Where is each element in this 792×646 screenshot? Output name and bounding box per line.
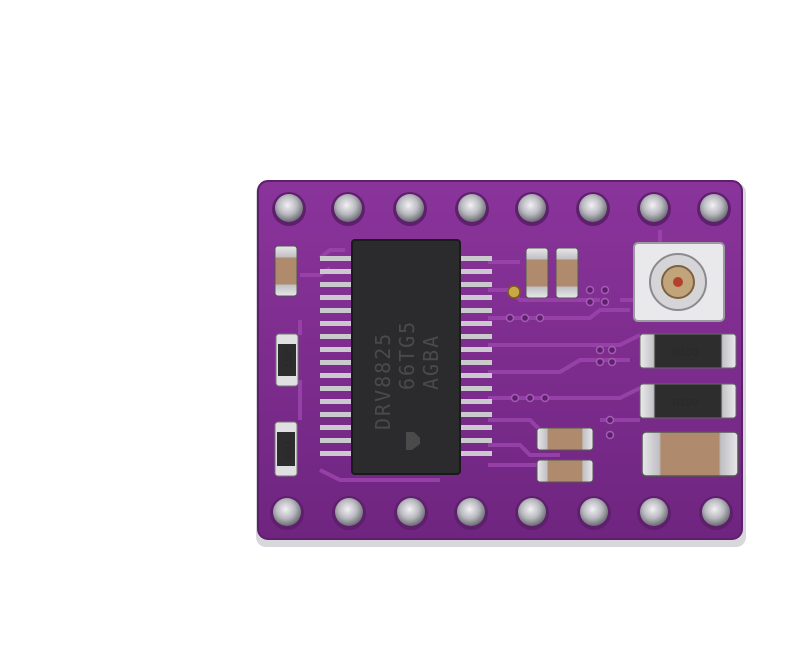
pin	[580, 498, 608, 526]
bottom-pin-header	[270, 496, 733, 530]
pin	[275, 194, 303, 222]
top-pin-header	[272, 192, 731, 226]
ic-marking-line1: DRV8825	[371, 332, 395, 430]
sense-resistor-2: R100	[639, 383, 737, 419]
resistor-left-bottom: E01	[274, 421, 298, 477]
pin	[518, 194, 546, 222]
pin	[702, 498, 730, 526]
capacitor-mid-a	[536, 427, 594, 451]
svg-text:R100: R100	[672, 397, 698, 409]
bulk-capacitor	[641, 431, 739, 477]
pin	[518, 498, 546, 526]
pcb-traces	[298, 230, 662, 482]
ic-leads-left	[320, 256, 354, 456]
capacitor-top-b	[555, 247, 579, 299]
test-pad	[507, 285, 521, 299]
pin	[640, 498, 668, 526]
svg-text:R100: R100	[672, 347, 698, 359]
pin	[579, 194, 607, 222]
capacitor-left-top	[274, 245, 298, 297]
pin	[396, 194, 424, 222]
resistor-left-mid: 152	[275, 333, 299, 387]
ic-marking-line2: 66TG5	[395, 320, 419, 390]
pin	[457, 498, 485, 526]
pcb-vias	[505, 285, 617, 440]
pin	[640, 194, 668, 222]
svg-text:E01: E01	[282, 440, 294, 460]
pin	[458, 194, 486, 222]
ic-leads-right	[458, 256, 492, 456]
svg-text:152: 152	[283, 350, 295, 368]
pin	[334, 194, 362, 222]
capacitor-mid-b	[536, 459, 594, 483]
pin	[335, 498, 363, 526]
pin	[273, 498, 301, 526]
ti-logo-icon	[406, 432, 420, 450]
sense-resistor-1: R100	[639, 333, 737, 369]
ic-marking-line3: AGBA	[419, 334, 443, 390]
pin	[700, 194, 728, 222]
pin	[397, 498, 425, 526]
potentiometer	[633, 242, 725, 322]
capacitor-top-a	[525, 247, 549, 299]
driver-ic	[351, 239, 461, 475]
